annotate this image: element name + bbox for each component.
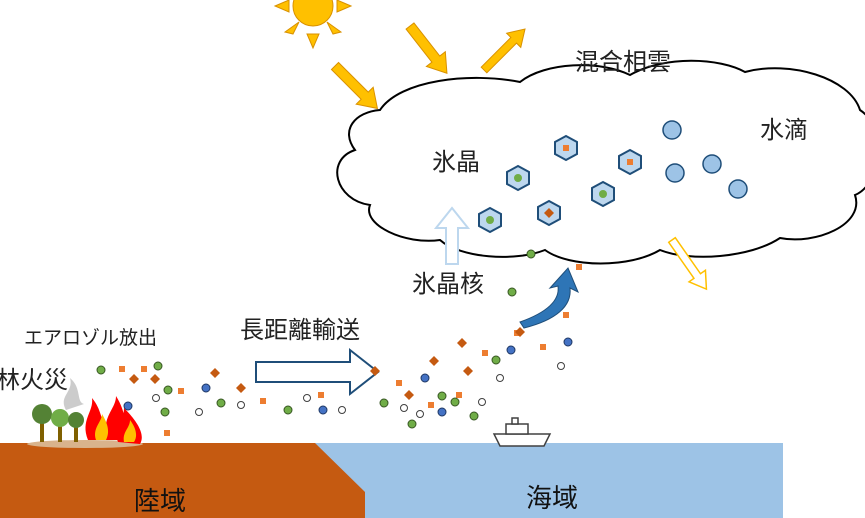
sunray-arrow-icon <box>405 22 448 74</box>
green-aerosol <box>160 407 170 417</box>
white-aerosol <box>557 362 565 370</box>
ice-crystal <box>591 180 615 208</box>
blue-aerosol <box>201 383 211 393</box>
ice-crystal <box>537 199 561 227</box>
ice-crystal <box>506 164 530 192</box>
white-aerosol <box>496 374 504 382</box>
sun-icon <box>273 0 353 50</box>
soot-particle <box>404 390 414 400</box>
dust-particle <box>576 264 582 270</box>
aerosol-emission-label: エアロゾル放出 <box>24 327 157 349</box>
white-aerosol <box>195 408 203 416</box>
dust-particle <box>178 388 184 394</box>
dust-particle <box>482 350 488 356</box>
white-aerosol <box>152 394 160 402</box>
green-aerosol <box>491 355 501 365</box>
green-aerosol <box>507 287 517 297</box>
reflected-arrow-icon <box>667 236 708 291</box>
ice-crystal <box>554 134 578 162</box>
soot-particle <box>150 374 160 384</box>
green-aerosol <box>379 398 389 408</box>
soot-particle <box>236 383 246 393</box>
soot-particle <box>515 327 525 337</box>
white-aerosol <box>338 406 346 414</box>
white-aerosol <box>303 394 311 402</box>
blue-aerosol <box>123 401 133 411</box>
green-aerosol <box>469 411 479 421</box>
water-droplet <box>728 179 748 199</box>
dust-particle <box>540 344 546 350</box>
dust-particle <box>563 312 569 318</box>
transport-arrow-icon <box>255 347 380 397</box>
ice-crystal <box>618 148 642 176</box>
ship-icon <box>492 417 552 447</box>
ice-crystal <box>478 206 502 234</box>
water-droplet <box>662 120 682 140</box>
mixed-phase-cloud: 混合相雲 氷晶 水滴 <box>336 48 865 265</box>
white-aerosol <box>400 404 408 412</box>
dust-particle <box>396 380 402 386</box>
ice-nucleation-arrow-icon <box>433 206 471 265</box>
blue-aerosol <box>563 337 573 347</box>
green-aerosol <box>407 419 417 429</box>
water-droplet <box>665 163 685 183</box>
dust-particle <box>456 392 462 398</box>
water-droplet-label: 水滴 <box>760 116 808 144</box>
green-aerosol <box>163 385 173 395</box>
ice-crystals <box>478 134 642 234</box>
sunray-arrow-icon <box>330 61 379 110</box>
dust-particle <box>164 430 170 436</box>
green-aerosol <box>450 397 460 407</box>
ice-crystal-label: 氷晶 <box>432 148 480 176</box>
blue-aerosol <box>437 407 447 417</box>
green-aerosol <box>437 391 447 401</box>
soot-particle <box>429 356 439 366</box>
soot-particle <box>129 374 139 384</box>
soot-particle <box>457 338 467 348</box>
blue-aerosol <box>420 373 430 383</box>
white-aerosol <box>237 401 245 409</box>
land-region <box>0 443 365 518</box>
dust-particle <box>141 366 147 372</box>
dust-particle <box>119 366 125 372</box>
transport-label: 長距離輸送 <box>240 316 360 344</box>
cloud-shape <box>336 59 865 265</box>
dust-particle <box>318 392 324 398</box>
land-label: 陸域 <box>134 487 186 517</box>
dust-particle <box>428 402 434 408</box>
updraft-arrow-icon <box>519 267 579 329</box>
green-aerosol <box>216 398 226 408</box>
water-droplets <box>662 120 748 199</box>
solar-radiation-arrows <box>330 22 708 291</box>
soot-particle <box>370 366 380 376</box>
mixed-cloud-label: 混合相雲 <box>575 48 671 76</box>
green-aerosol <box>283 405 293 415</box>
green-aerosol <box>526 249 536 259</box>
blue-aerosol <box>318 405 328 415</box>
white-aerosol <box>478 398 486 406</box>
aerosol-particles <box>96 249 582 436</box>
ocean-label: 海域 <box>526 484 578 514</box>
soot-particle <box>463 366 473 376</box>
dust-particle <box>260 398 266 404</box>
water-droplet <box>702 154 722 174</box>
green-aerosol <box>153 361 163 371</box>
green-aerosol <box>96 365 106 375</box>
soot-particle <box>210 368 220 378</box>
white-aerosol <box>416 410 424 418</box>
wildfire-icon <box>27 378 143 448</box>
blue-aerosol <box>506 345 516 355</box>
forest-fire-label: 林火災 <box>0 366 68 394</box>
sunray-arrow-icon <box>480 28 526 74</box>
ice-nucleus-label: 氷晶核 <box>412 270 484 298</box>
tree-icon <box>32 404 84 442</box>
ground: 陸域 海域 <box>0 443 783 518</box>
